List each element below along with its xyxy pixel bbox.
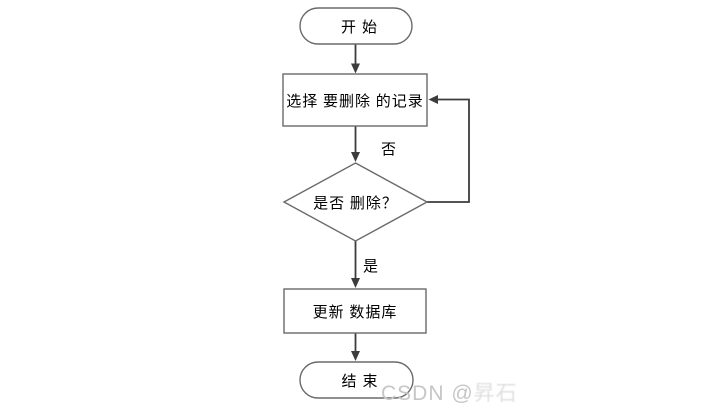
edge-label-no: 否	[381, 142, 397, 158]
arrowhead-down-3	[351, 278, 360, 288]
edge-label-yes: 是	[363, 259, 379, 275]
arrowhead-down-4	[351, 351, 360, 361]
csdn-watermark: CSDN @昇石	[381, 377, 518, 407]
select-process-shape	[282, 73, 428, 127]
decision-diamond-shape	[282, 162, 429, 242]
watermark-prefix: CSDN @	[381, 382, 474, 405]
start-terminator-shape	[299, 7, 413, 45]
update-process-shape	[283, 288, 427, 334]
end-terminator-shape	[299, 361, 414, 399]
arrowhead-down-1	[351, 63, 360, 74]
arrowhead-down-2	[351, 152, 360, 162]
watermark-username: 昇石	[473, 382, 518, 405]
arrowhead-left-loop	[428, 95, 438, 104]
edge-decision-no-loop	[427, 98, 470, 203]
